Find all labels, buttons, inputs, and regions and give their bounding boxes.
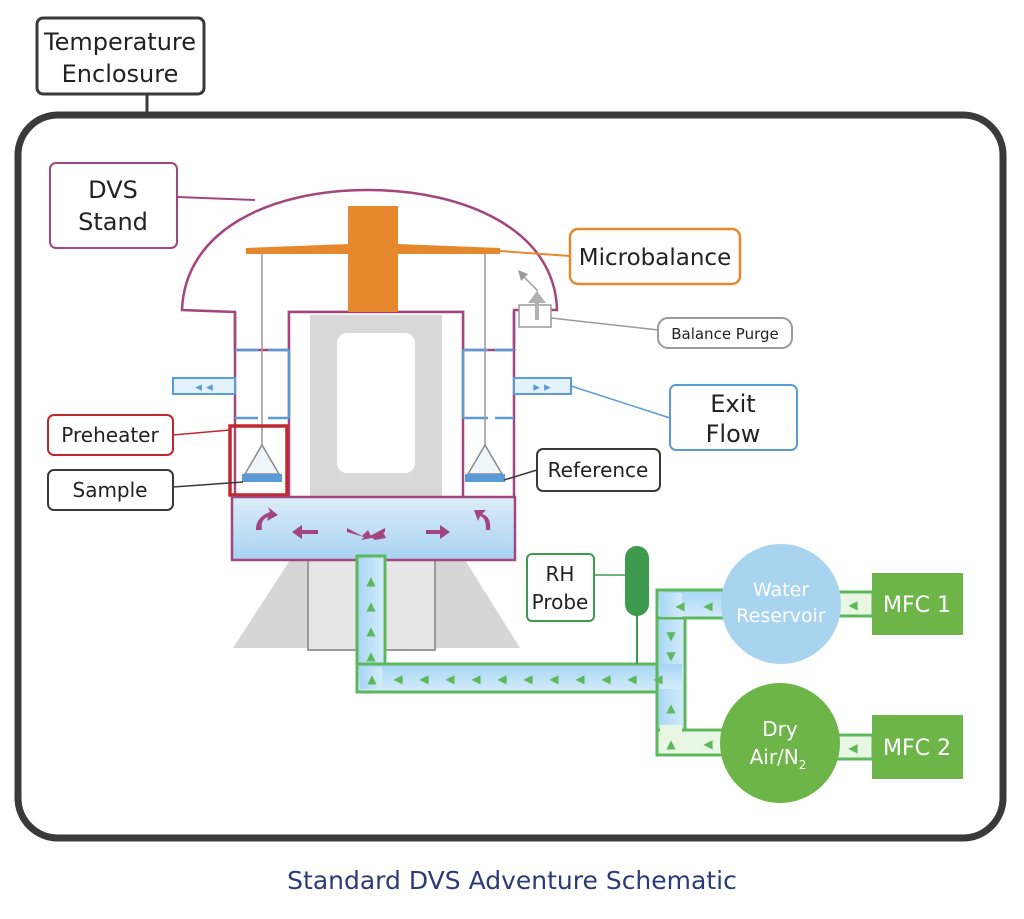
svg-text:▲: ▲: [367, 672, 377, 686]
svg-text:◀: ◀: [653, 672, 663, 686]
svg-text:▲: ▲: [366, 624, 376, 638]
sample-pan: [228, 424, 289, 497]
mfc-2-label: MFC 2: [883, 736, 951, 761]
temperature-enclosure-label-line2: Enclosure: [62, 60, 179, 88]
mfc-2: MFC 2: [872, 715, 963, 779]
svg-text:▲: ▲: [366, 574, 376, 588]
microbalance-label-box: [568, 227, 742, 286]
svg-text:▲: ▲: [366, 649, 376, 663]
chamber-flow-arrows: [256, 507, 491, 540]
preheater-box: [228, 424, 289, 497]
svg-text:◀: ◀: [393, 672, 403, 686]
rh-probe-label-line2: Probe: [532, 590, 589, 614]
dry-air-label-line1: Dry: [762, 717, 798, 741]
gas-pipe-network: [355, 554, 875, 761]
rh-probe-label-box: [526, 553, 595, 622]
svg-text:◀: ◀: [471, 672, 481, 686]
gas-flow-arrows: ▲ ▲ ▲ ▲ ▲ ◀ ◀ ◀ ◀ ◀ ◀ ◀ ◀ ◀ ◀ ◀ ▼ ▼ ▲ ▲ …: [366, 574, 858, 755]
svg-text:◀: ◀: [549, 672, 559, 686]
svg-text:▼: ▼: [666, 649, 676, 663]
reference-label-text: Reference: [548, 458, 649, 482]
sample-label-text: Sample: [73, 478, 148, 502]
exit-port-right: ▸ ▸: [513, 377, 572, 395]
svg-text:▲: ▲: [666, 701, 676, 715]
svg-text:◀: ◀: [497, 672, 507, 686]
svg-text:◀: ◀: [445, 672, 455, 686]
reference-pan: [465, 443, 505, 482]
svg-text:◀: ◀: [703, 737, 713, 751]
diagram-caption: Standard DVS Adventure Schematic: [287, 866, 737, 895]
dry-air-source: Dry Air/N2: [720, 683, 840, 803]
exit-flow-label-line1: Exit: [710, 390, 755, 418]
balance-purge-label-box: [657, 317, 793, 349]
temperature-enclosure-label-line1: Temperature: [43, 28, 196, 56]
svg-text:▸ ▸: ▸ ▸: [533, 380, 551, 395]
rh-probe-label-line1: RH: [546, 562, 575, 586]
microbalance: Microbalance: [246, 206, 742, 312]
svg-text:▼: ▼: [666, 629, 676, 643]
exit-flow-tubing: [235, 348, 514, 420]
balance-purge: Balance Purge: [518, 270, 793, 349]
water-reservoir-label-line1: Water: [753, 579, 809, 601]
microbalance-label: Microbalance: [579, 245, 731, 271]
exit-flow-label: Exit Flow: [669, 384, 798, 451]
gas-chamber: [230, 495, 517, 562]
svg-text:◀: ◀: [419, 672, 429, 686]
dvs-stand-label-line2: Stand: [78, 208, 148, 236]
rh-probe: RH Probe: [526, 546, 649, 664]
svg-text:▲: ▲: [366, 599, 376, 613]
dvs-schematic-diagram: Temperature Enclosure DVS Stand: [14, 16, 1007, 842]
dvs-stand-label-box: [49, 162, 178, 249]
svg-text:◀: ◀: [627, 672, 637, 686]
svg-text:◀: ◀: [601, 672, 611, 686]
svg-text:Air/N2: Air/N2: [750, 745, 807, 772]
temperature-enclosure-label-box: [35, 16, 206, 96]
svg-text:◂ ◂: ◂ ◂: [195, 380, 213, 395]
svg-text:◀: ◀: [523, 672, 533, 686]
svg-text:▲: ▲: [666, 737, 676, 751]
sample-label: Sample: [47, 469, 174, 511]
preheater-label-text: Preheater: [61, 423, 159, 447]
water-reservoir: Water Reservoir: [721, 544, 841, 664]
dvs-stand-label-line1: DVS: [88, 176, 138, 204]
dry-air-subscript: 2: [799, 758, 807, 772]
mfc-1-label: MFC 1: [883, 593, 951, 618]
svg-text:◀: ◀: [848, 598, 858, 612]
preheater-label: Preheater: [47, 414, 174, 456]
balance-purge-label: Balance Purge: [671, 325, 779, 343]
mfc-1: MFC 1: [872, 573, 963, 635]
rh-probe-sensor: [625, 546, 649, 616]
reference-label: Reference: [536, 448, 661, 492]
exit-port-left: ◂ ◂: [172, 377, 236, 395]
water-reservoir-label-line2: Reservoir: [736, 605, 826, 627]
svg-text:◀: ◀: [575, 672, 585, 686]
svg-text:◀: ◀: [703, 599, 713, 613]
purge-arrow-icon: [518, 270, 538, 292]
svg-text:◀: ◀: [675, 599, 685, 613]
exit-flow-label-line2: Flow: [706, 420, 761, 448]
svg-text:◀: ◀: [848, 741, 858, 755]
dry-air-label-line2: Air/N: [750, 745, 799, 769]
